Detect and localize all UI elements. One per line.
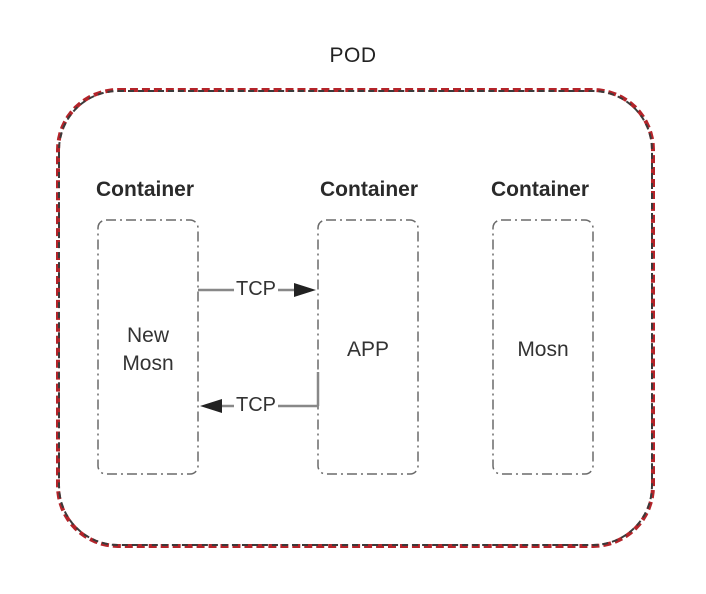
tcp-label-top: TCP bbox=[234, 278, 278, 301]
container-label-3: Container bbox=[491, 178, 590, 201]
new-mosn-line-1: New bbox=[126, 324, 169, 347]
new-mosn-line-2: Mosn bbox=[122, 352, 174, 375]
app-text: APP bbox=[318, 336, 418, 364]
app-line-1: APP bbox=[346, 338, 390, 361]
mosn-line-1: Mosn bbox=[517, 338, 569, 361]
new-mosn-text: New Mosn bbox=[98, 322, 198, 378]
container-box-mosn bbox=[492, 219, 594, 475]
pod-title: POD bbox=[329, 44, 377, 67]
container-label-1: Container bbox=[96, 178, 195, 201]
container-box-app bbox=[317, 219, 419, 475]
container-label-2: Container bbox=[320, 178, 419, 201]
pod-boundary-inner bbox=[58, 90, 653, 546]
tcp-label-bottom: TCP bbox=[234, 394, 278, 417]
mosn-text: Mosn bbox=[493, 336, 593, 364]
container-box-new-mosn bbox=[97, 219, 199, 475]
